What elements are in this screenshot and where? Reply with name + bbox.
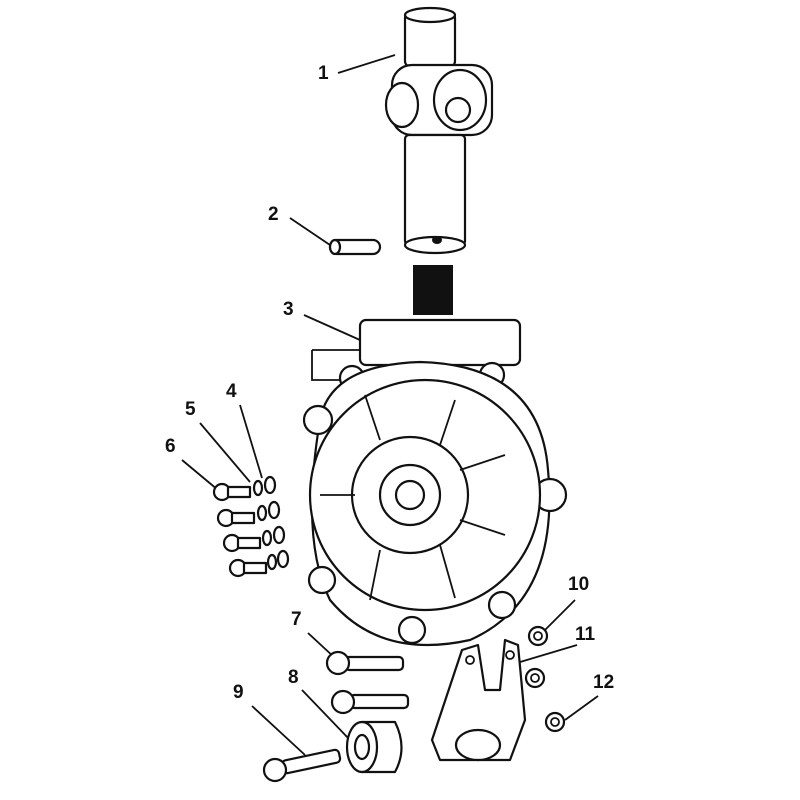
part-9-bolt [262,748,342,783]
callout-9: 9 [233,682,244,703]
part-2-pin [328,238,382,256]
callout-6: 6 [165,436,176,457]
part-3-gearbox-housing [302,318,568,647]
callout-4: 4 [226,381,237,402]
callout-11: 11 [575,624,596,645]
callout-12: 12 [593,672,615,693]
callout-3: 3 [283,299,294,320]
callout-7: 7 [291,609,302,630]
callout-1: 1 [318,63,329,84]
part-7-bolts [325,650,410,715]
callout-8: 8 [288,667,299,688]
callout-5: 5 [185,399,196,420]
part-8-spacer [345,720,403,774]
callout-2: 2 [268,204,279,225]
parts-10-11-12-nuts-bracket [430,625,566,762]
parts-4-5-6-bolts-washers [212,475,290,578]
leader-lines [181,54,599,756]
part-1-universal-joint [384,6,494,315]
callout-10: 10 [568,574,590,595]
